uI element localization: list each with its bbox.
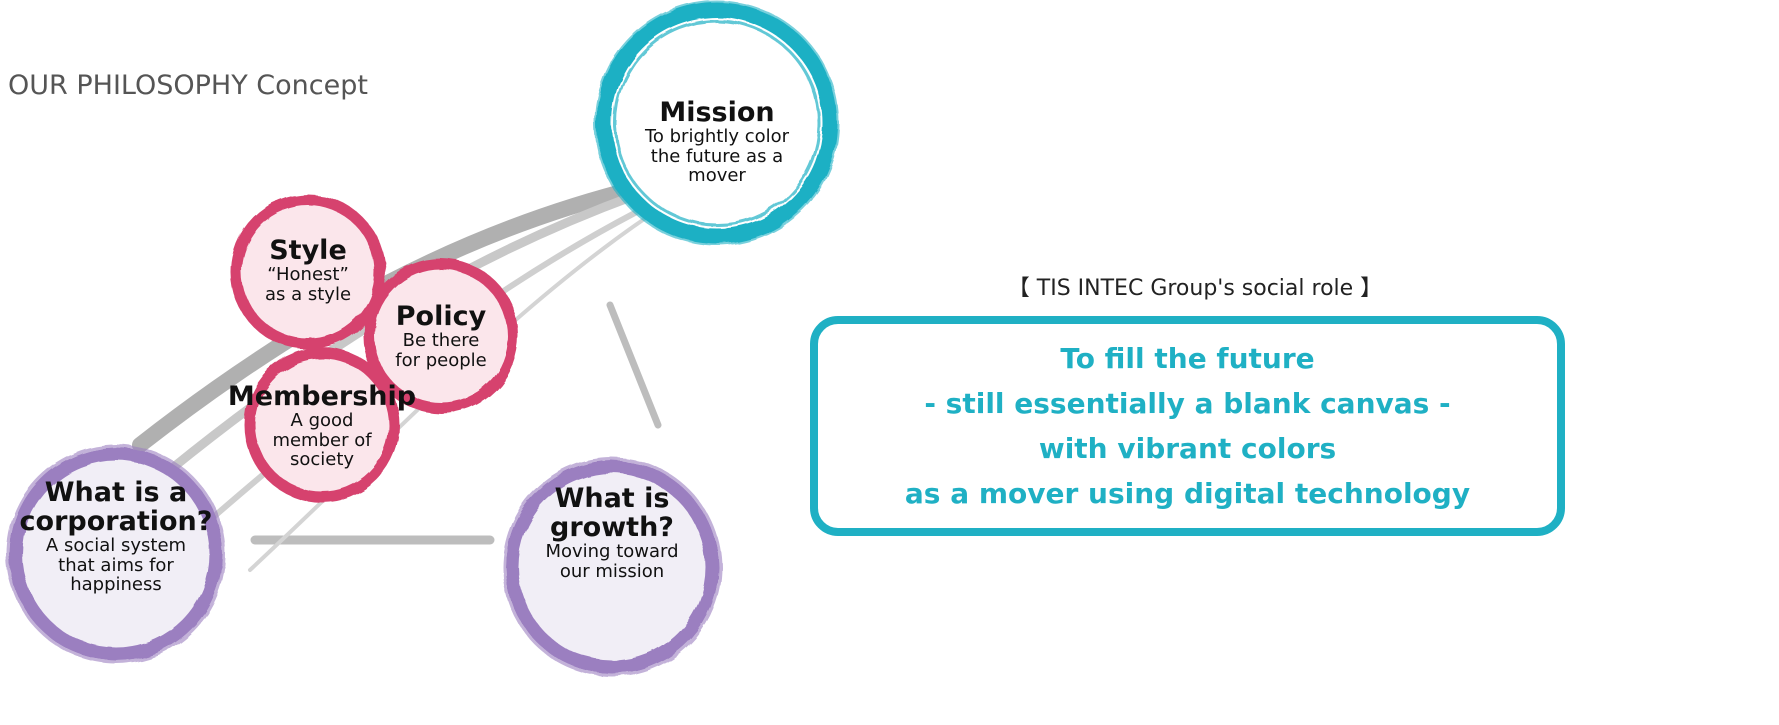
style-circle — [230, 194, 386, 350]
mission-title: Mission — [659, 97, 775, 128]
connector-growth-mission — [606, 301, 662, 429]
social-role-line: To fill the future — [1060, 342, 1315, 375]
membership-desc-line: A good — [290, 410, 354, 432]
style-title: Style — [269, 235, 347, 266]
social-role-box: To fill the future - still essentially a… — [810, 316, 1565, 536]
growth-title-line: growth? — [550, 512, 674, 544]
page-title: OUR PHILOSOPHY Concept — [8, 70, 368, 101]
mission-desc-line: the future as a — [650, 145, 784, 167]
corporation-desc-line: A social system — [45, 535, 187, 557]
growth-title-line: What is — [554, 483, 670, 514]
mission-circle — [594, 0, 840, 246]
membership-desc-line: member of — [272, 429, 372, 451]
membership-node: Membership A good member of society — [222, 381, 422, 471]
corporation-desc-line: that aims for — [58, 554, 174, 576]
style-node: Style “Honest” as a style — [238, 236, 378, 304]
membership-title: Membership — [227, 381, 417, 412]
mission-desc-line: To brightly color — [644, 126, 790, 148]
social-role-line: as a mover using digital technology — [904, 477, 1471, 510]
membership-desc-line: society — [289, 449, 355, 471]
growth-desc-line: our mission — [559, 560, 665, 582]
corporation-desc-line: happiness — [70, 574, 162, 596]
growth-circle — [502, 457, 722, 677]
social-role-line: - still essentially a blank canvas - — [924, 387, 1451, 420]
policy-desc-line: Be there — [402, 330, 480, 352]
growth-desc-line: Moving toward — [545, 541, 679, 563]
membership-circle — [244, 347, 400, 503]
mission-desc-line: mover — [688, 165, 746, 187]
corporation-title-line: corporation? — [19, 506, 213, 538]
policy-desc-line: for people — [395, 349, 487, 371]
corporation-circle — [6, 444, 226, 664]
policy-title: Policy — [395, 301, 487, 332]
policy-node: Policy Be there for people — [371, 302, 511, 370]
growth-node: What is growth? Moving toward our missio… — [512, 484, 712, 581]
social-role-heading: 【 TIS INTEC Group's social role 】 — [1007, 276, 1383, 301]
style-desc-line: as a style — [264, 283, 352, 305]
corporation-title-line: What is a — [44, 477, 188, 508]
social-role-line: with vibrant colors — [1038, 432, 1337, 465]
style-desc-line: “Honest” — [267, 264, 349, 286]
corporation-node: What is a corporation? A social system t… — [6, 478, 226, 595]
policy-circle — [363, 258, 519, 414]
mission-node: Mission To brightly color the future as … — [617, 97, 817, 187]
